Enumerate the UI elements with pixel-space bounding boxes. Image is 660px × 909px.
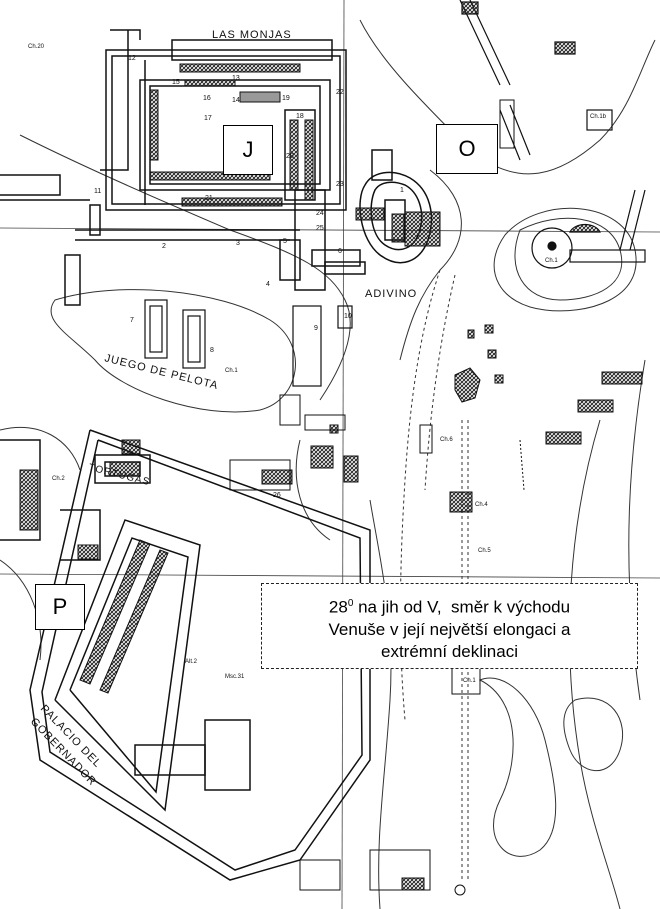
structure-numbers: 12 13 14 15 16 17 18 19 20 21 22 23 24 2… [94,55,404,499]
structure-number: 24 [316,210,324,217]
structure-number: 7 [130,317,134,324]
caption-degree-sup: 0 [347,598,354,609]
marker-j-label: J [242,137,254,162]
ball-court [144,299,353,387]
annotation-msc31: Msc.31 [225,674,245,680]
marker-j: J [223,125,273,175]
annotation-alt2: Alt.2 [185,659,198,665]
structure-number: 15 [172,79,180,86]
structure-number: 22 [336,89,344,96]
caption-line-1: 280 na jih od V, směr k východu [262,593,637,619]
governors-palace-rooms [19,461,169,694]
structure-number: 14 [232,97,240,104]
annotation-ch1: Ch.1 [545,258,558,264]
structure-number: 4 [266,281,270,288]
annotation-ch1-ball: Ch.1 [225,368,238,374]
marker-o-label: O [458,136,476,161]
map-annotations: Ch.20 Ch.1b Ch.1 Ch.1 Ch.2 Ch.4 Ch.5 Ch.… [28,44,607,684]
structure-number: 18 [296,113,304,120]
annotation-ch2: Ch.2 [52,476,65,482]
las-monjas-rooms [149,63,314,207]
structure-number: 25 [316,225,324,232]
structure-number: 12 [128,55,136,62]
annotation-ch4: Ch.4 [475,502,488,508]
structure-number: 13 [232,75,240,82]
scattered-buildings [121,324,643,891]
structure-number: 6 [338,248,342,255]
structure-number: 19 [282,95,290,102]
caption-line-3: extrémní deklinaci [380,641,518,661]
structure-number: 1 [400,187,404,194]
adivino-name: ADIVINO [365,288,417,300]
structure-number: 3 [236,240,240,247]
road-lines [399,269,469,880]
caption-line-1-text: na jih od V, směr k východu [353,597,571,617]
annotation-ch20: Ch.20 [28,44,45,50]
marker-o: O [436,124,498,174]
annotation-ch5: Ch.5 [478,548,491,554]
round-structure [459,0,646,269]
caption-degree: 28 [328,597,348,617]
structure-number: 5 [283,238,287,245]
structure-number: 11 [94,188,101,195]
caption-box: 280 na jih od V, směr k východu Venuše v… [261,583,638,669]
annotation-ch1b: Ch.1b [590,114,607,120]
annotation-ch6: Ch.6 [440,437,453,443]
structure-number: 8 [210,347,214,354]
structure-number: 2 [162,243,166,250]
structure-number: 21 [205,195,213,202]
structure-number: 23 [336,181,344,188]
structure-number: 9 [314,325,318,332]
marker-p-label: P [52,594,68,619]
structure-number: 17 [204,115,212,122]
marker-p: P [35,584,85,630]
structure-number: 16 [203,95,211,102]
structure-number: 20 [286,153,294,160]
structure-number: 26 [273,492,281,499]
structure-number: 10 [344,313,352,320]
las-monjas-name: LAS MONJAS [212,29,292,41]
annotation-ch11: Ch.1 [463,678,476,684]
adivino-hatch [355,207,441,247]
governors-palace [0,429,371,881]
caption-line-2: Venuše v její největší elongaci a [328,619,571,639]
